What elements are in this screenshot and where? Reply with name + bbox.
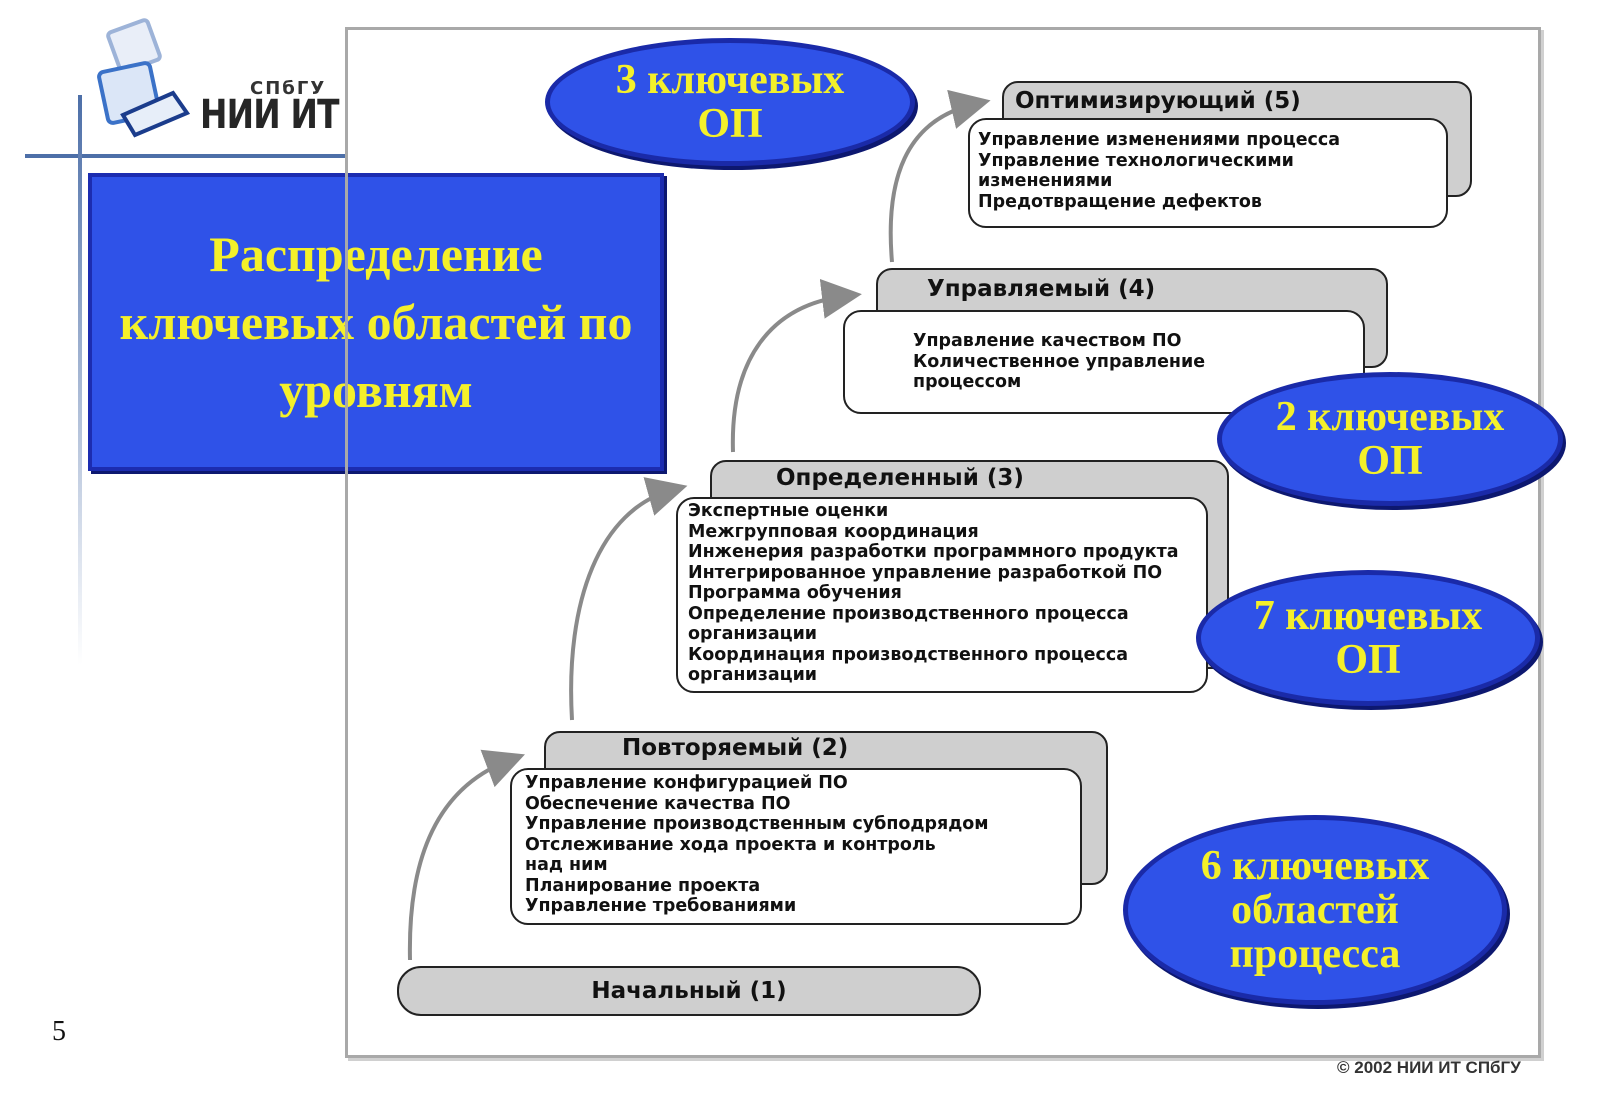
level-3-title: Определенный (3): [776, 465, 1024, 491]
list-item: изменениями: [978, 170, 1113, 191]
logo-small-text: СПбГУ: [250, 78, 327, 99]
level-4-title: Управляемый (4): [927, 276, 1156, 302]
slide-title: Распределение ключевых областей по уровн…: [119, 226, 633, 418]
level-2-items: Управление конфигурацией ПО Обеспечение …: [525, 772, 1003, 917]
list-item: Предотвращение дефектов: [978, 190, 1262, 212]
list-item: Управление конфигурацией ПО: [525, 772, 848, 793]
level-5-items: Управление изменениями процесса Управлен…: [978, 129, 1351, 212]
list-item: Инженерия разработки программного продук…: [688, 541, 1179, 562]
list-item: Определение производственного процесса: [688, 602, 1129, 624]
decorative-horizontal-line: [25, 154, 345, 158]
level-3-items: Экспертные оценки Межгрупповая координац…: [688, 500, 1194, 686]
level-4-items: Управление качеством ПО Количественное у…: [913, 330, 1214, 393]
list-item: Программа обучения: [688, 582, 902, 603]
oval-level-2-count: 6 ключевых областей процесса: [1123, 815, 1507, 1005]
level-2-card: [510, 768, 1082, 925]
level-5-card: [968, 118, 1448, 228]
arrow-2-to-3: [569, 477, 688, 721]
list-item: Экспертные оценки: [688, 500, 889, 521]
list-item: Управление изменениями процесса: [978, 129, 1341, 150]
list-item: Координация производственного процесса: [688, 643, 1129, 665]
logo-icon: [97, 18, 191, 138]
title-box: Распределение ключевых областей по уровн…: [88, 173, 664, 471]
list-item: организации: [688, 664, 818, 685]
oval-level-4-count: 2 ключевых ОП: [1217, 372, 1563, 506]
level-2-title: Повторяемый (2): [622, 735, 849, 761]
list-item: Межгрупповая координация: [688, 520, 979, 542]
list-item: Управление качеством ПО: [913, 330, 1182, 351]
arrow-3-to-4: [730, 278, 862, 453]
level-1-card: Начальный (1): [397, 966, 981, 1016]
logo-big-text: НИИ ИТ: [200, 92, 340, 138]
level-5-title: Оптимизирующий (5): [1015, 88, 1301, 114]
decorative-vertical-line: [78, 95, 82, 665]
list-item: Количественное управление: [913, 350, 1206, 372]
copyright-text: © 2002 НИИ ИТ СПбГУ: [1337, 1058, 1521, 1077]
level-3-card: [676, 497, 1208, 693]
list-item: организации: [688, 623, 818, 644]
list-item: Управление технологическими: [978, 149, 1294, 171]
arrow-1-to-2: [407, 749, 525, 961]
oval-level-5-count: 3 ключевых ОП: [545, 38, 915, 166]
list-item: над ним: [525, 854, 608, 875]
diagram-frame: [345, 27, 1541, 1058]
level-1-title: Начальный (1): [591, 978, 787, 1004]
list-item: Интегрированное управление разработкой П…: [688, 561, 1163, 583]
list-item: процессом: [913, 371, 1022, 392]
list-item: Обеспечение качества ПО: [525, 792, 791, 814]
list-item: Отслеживание хода проекта и контроль: [525, 833, 936, 855]
page-number: 5: [52, 1016, 66, 1047]
arrow-4-to-5: [888, 89, 991, 263]
list-item: Управление производственным субподрядом: [525, 813, 989, 834]
list-item: Планирование проекта: [525, 874, 761, 896]
oval-level-3-count: 7 ключевых ОП: [1196, 570, 1540, 706]
list-item: Управление требованиями: [525, 895, 797, 916]
